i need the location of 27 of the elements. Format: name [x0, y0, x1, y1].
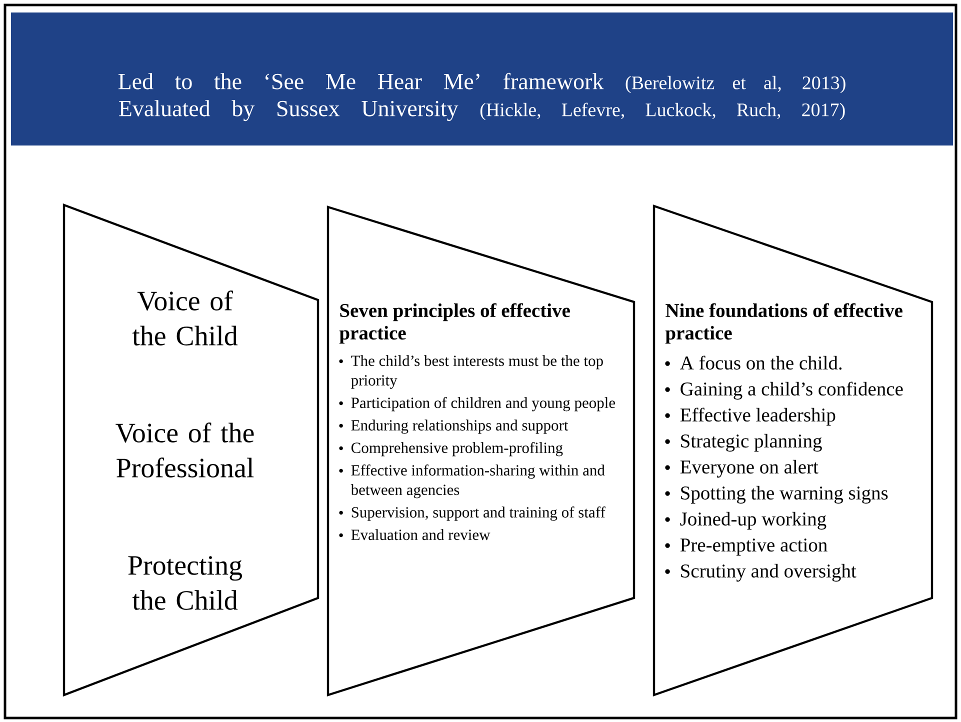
- bullet-item: Effective leadership: [665, 408, 836, 426]
- bullet-item: Evaluation and review: [339, 529, 490, 540]
- bullet-item: Enduring relationships and support: [339, 420, 568, 434]
- bullet-item: A focus on the child.: [665, 356, 842, 370]
- bullet-item: Scrutiny and oversight: [665, 564, 856, 582]
- bullet-item: Effective information-sharing within and between agencies: [339, 464, 605, 498]
- panel-heading: Seven principles of effective practice: [339, 303, 570, 344]
- bullet-item: Supervision, support and training of staff: [339, 506, 606, 521]
- panel-heading: Nine foundations of effective practice: [665, 303, 902, 344]
- panel-label: Voice of the Child: [132, 290, 238, 346]
- bullet-item: The child’s best interests must be the top priority: [339, 355, 603, 389]
- panel-label: Voice of the Professional: [116, 422, 254, 478]
- bullet-item: Comprehensive problem-profiling: [339, 442, 563, 456]
- bullet-item: Joined-up working: [665, 512, 826, 530]
- bullet-item: Everyone on alert: [665, 460, 818, 478]
- banner-heading: Evaluated by Sussex University: [119, 100, 458, 122]
- bullet-item: Spotting the warning signs: [665, 486, 888, 504]
- title-banner: [11, 12, 953, 146]
- panel-label: Protecting the Child: [128, 556, 242, 610]
- bullet-item: Participation of children and young people: [339, 397, 616, 412]
- citation: (Hickle, Lefevre, Luckock, Ruch, 2017): [480, 102, 845, 120]
- bullet-item: Strategic planning: [665, 434, 822, 452]
- bullet-item: Pre-emptive action: [665, 538, 828, 556]
- citation: (Berelowitz et al, 2013): [626, 76, 846, 94]
- bullet-item: Gaining a child’s confidence: [665, 382, 903, 400]
- banner-heading: Led to the ‘See Me Hear Me’ framework: [118, 72, 604, 90]
- trapezoid-panel: [326, 206, 636, 696]
